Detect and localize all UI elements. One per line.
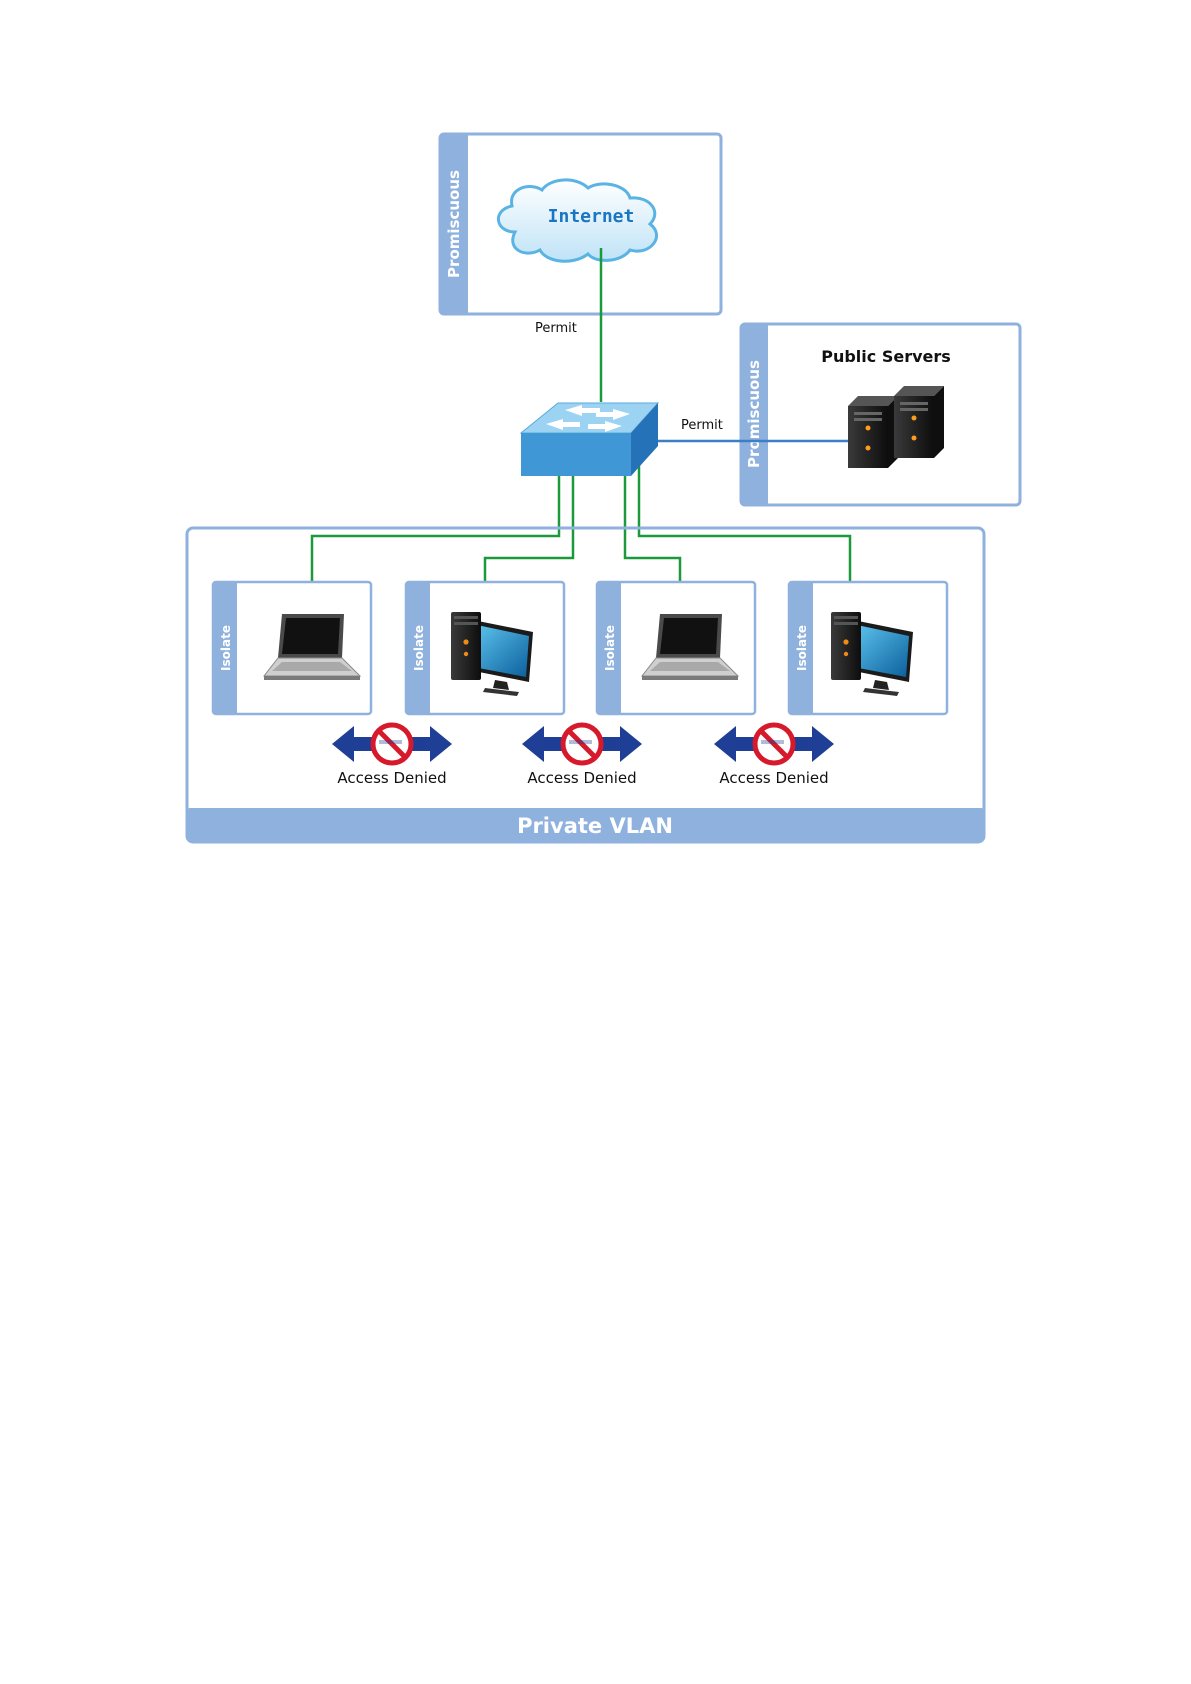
- server-permit-label: Permit: [681, 418, 723, 433]
- no-entry-icon: [563, 725, 601, 763]
- access-denied-2: Access Denied: [522, 725, 642, 787]
- internet-cloud-label: Internet: [548, 206, 635, 227]
- isolated-host-4: Isolate: [789, 582, 947, 714]
- internet-zone: Promiscuous Internet: [440, 134, 721, 314]
- server-icon: [848, 396, 898, 468]
- access-denied-3: Access Denied: [714, 725, 834, 787]
- host-port-label: Isolate: [795, 625, 809, 671]
- access-denied-label: Access Denied: [719, 769, 828, 787]
- access-denied-label: Access Denied: [527, 769, 636, 787]
- internet-zone-port-label: Promiscuous: [445, 170, 463, 278]
- public-servers-title: Public Servers: [821, 347, 951, 366]
- isolated-host-2: Isolate: [406, 582, 564, 714]
- access-denied-1: Access Denied: [332, 725, 452, 787]
- isolated-host-1: Isolate: [213, 582, 371, 714]
- host-port-label: Isolate: [603, 625, 617, 671]
- access-denied-label: Access Denied: [337, 769, 446, 787]
- switch-icon: [521, 403, 658, 476]
- isolated-host-3: Isolate: [597, 582, 755, 714]
- no-entry-icon: [755, 725, 793, 763]
- public-servers-port-label: Promiscuous: [745, 360, 763, 468]
- private-vlan-title: Private VLAN: [517, 814, 673, 838]
- internet-permit-label: Permit: [535, 321, 577, 336]
- no-entry-icon: [373, 725, 411, 763]
- public-servers-zone: Promiscuous Public Servers: [741, 324, 1020, 505]
- host-port-label: Isolate: [219, 625, 233, 671]
- server-icon: [894, 386, 944, 458]
- host-port-label: Isolate: [412, 625, 426, 671]
